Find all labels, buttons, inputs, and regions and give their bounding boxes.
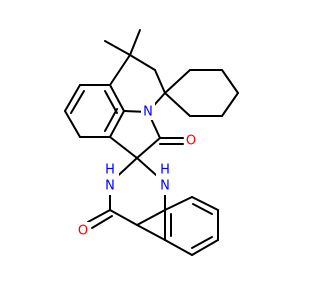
bond-cme2-aryl (109, 54, 131, 86)
bond-lbenz-2b (192, 203, 213, 215)
atom-h-left: H (105, 163, 115, 178)
atom-o-lactam: O (186, 134, 196, 149)
bond-lbenz-4b (191, 236, 213, 249)
bond-co-aryl (109, 209, 138, 226)
bond-quin-fused (136, 209, 166, 226)
bond-benzo-3 (64, 110, 81, 138)
atom-labels: N O H N H N O (76, 103, 198, 239)
bond-carbonyl-spiro (136, 137, 161, 159)
bond-cyhex-6 (164, 92, 191, 117)
bond-methyl-1 (104, 40, 131, 56)
bond-benzo-2b (70, 90, 85, 114)
bond-benzo-6b (104, 90, 118, 114)
bond-benzo-2 (64, 84, 81, 112)
bond-lbenz-4 (191, 239, 219, 256)
atom-o-quin: O (78, 224, 88, 239)
atom-n-left: N (105, 179, 115, 194)
bond-lbenz-fuse (136, 224, 166, 241)
bond-spiro-aryl (109, 136, 138, 159)
bond-benzo-6 (109, 84, 125, 112)
bond-ch2-spiro (154, 69, 166, 94)
bond-cme2-ch2 (129, 54, 156, 71)
bond-lbenz-2 (191, 196, 219, 211)
bond-cyhex-4 (221, 92, 239, 117)
bond-benzo-5 (109, 110, 125, 138)
atom-h-right: H (160, 163, 170, 178)
molecule-structure-diagram: N O H N H N O (64, 29, 239, 256)
bond-lbenz-1 (164, 196, 193, 211)
bond-methyl-2 (129, 29, 141, 56)
bond-lines (64, 29, 239, 256)
bond-quin-co-1 (87, 209, 111, 223)
bond-quin-co-2 (91, 215, 113, 229)
atom-n-ring: N (143, 105, 153, 120)
bond-cyhex-3 (221, 69, 239, 94)
bond-lbenz-5 (164, 239, 193, 256)
atom-n-right: N (160, 179, 170, 194)
bond-cyhex-1 (164, 69, 191, 94)
bond-benzo-5b (104, 108, 118, 132)
